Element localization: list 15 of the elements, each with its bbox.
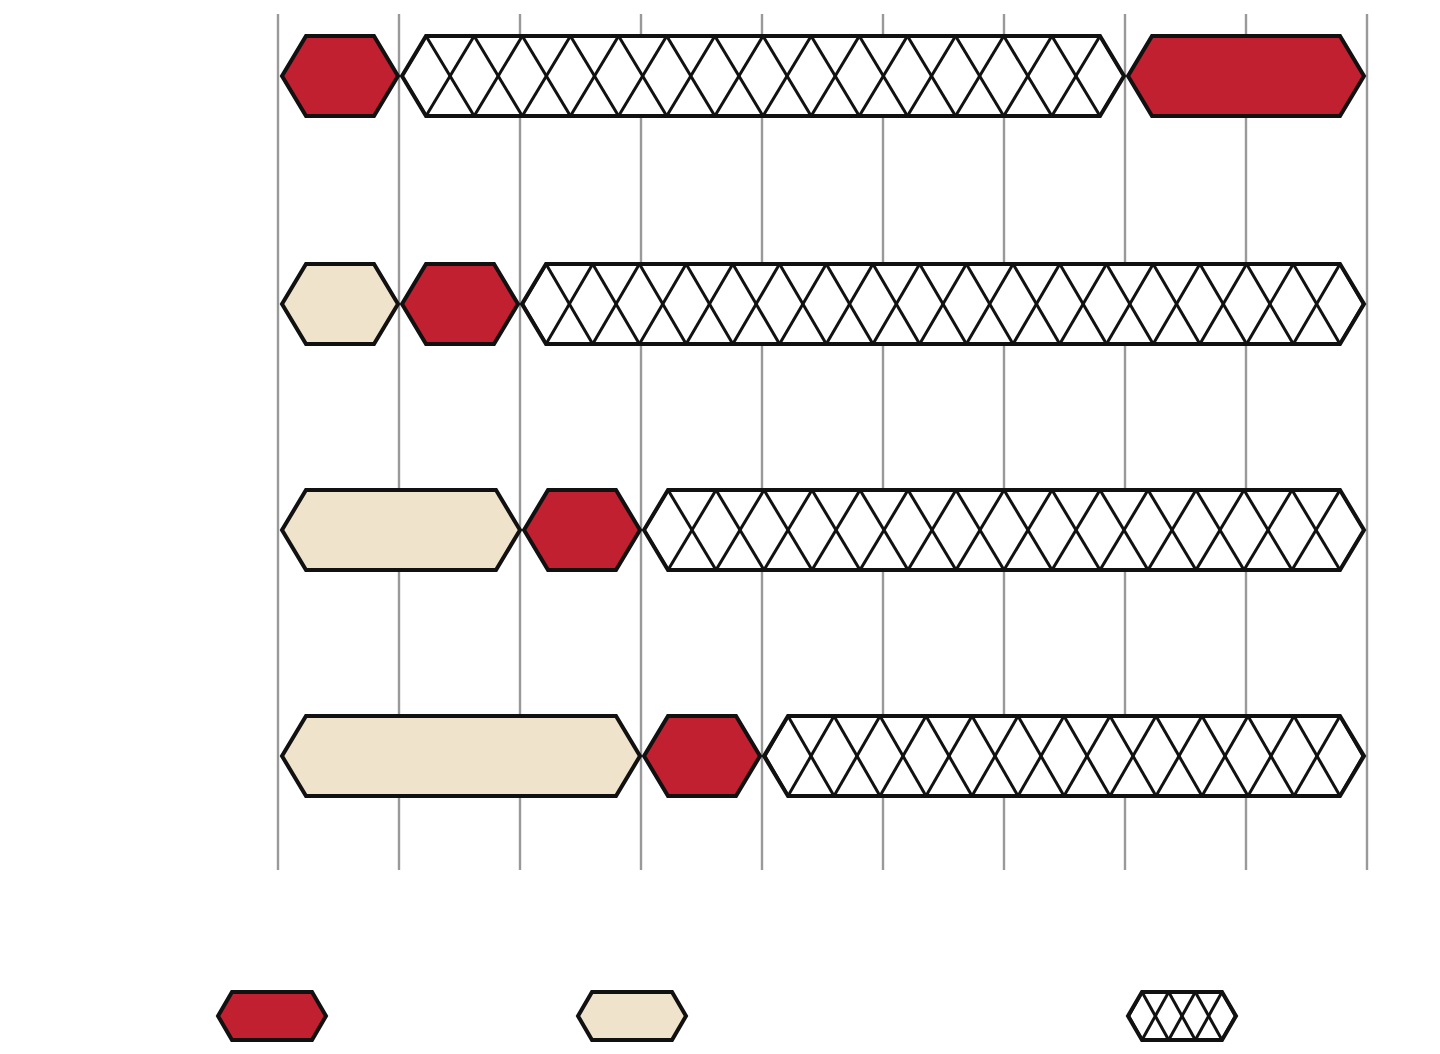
light-segment [279, 714, 643, 798]
hatched-segment [399, 34, 1127, 118]
light-segment [279, 262, 401, 346]
filled-segment [641, 714, 763, 798]
legend-swatch [1125, 990, 1239, 1042]
legend-swatch [215, 990, 329, 1042]
light-segment [279, 488, 523, 572]
hatched-segment [761, 714, 1367, 798]
filled-segment [521, 488, 643, 572]
filled-segment [1125, 34, 1367, 118]
filled-segment [399, 262, 521, 346]
filled-segment [279, 34, 401, 118]
hatched-segment [641, 488, 1367, 572]
legend-swatch [575, 990, 689, 1042]
hatched-segment [519, 262, 1367, 346]
